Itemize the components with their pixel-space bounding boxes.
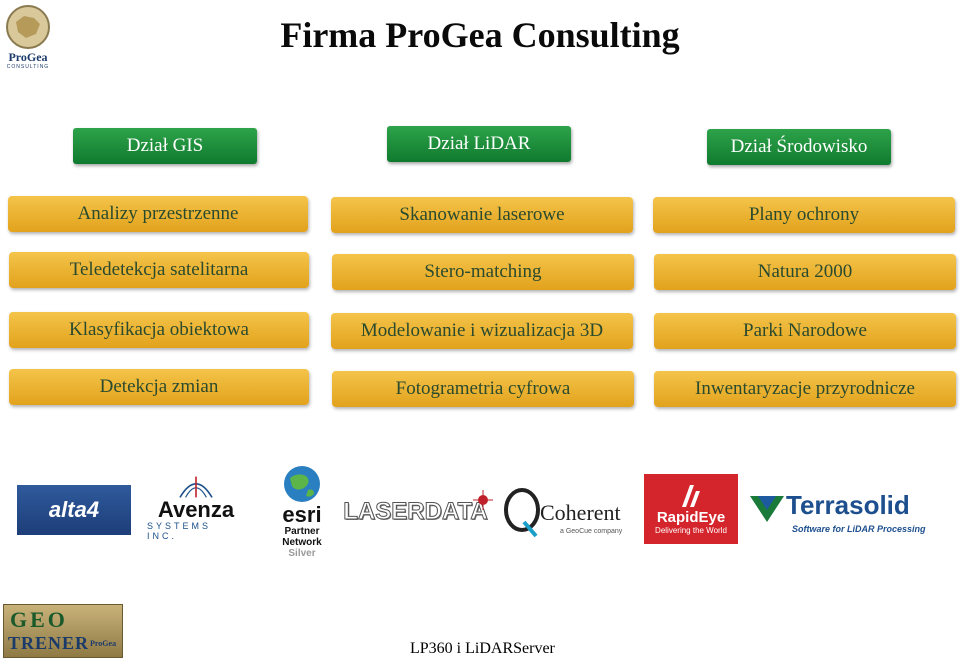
item-gis-0[interactable]: Analizy przestrzenne (8, 196, 308, 232)
item-gis-2[interactable]: Klasyfikacja obiektowa (9, 312, 309, 348)
progea-logo-subtext: CONSULTING (6, 64, 50, 70)
esri-network-text: Network (282, 536, 322, 548)
item-lidar-3[interactable]: Fotogrametria cyfrowa (332, 371, 634, 407)
item-gis-1[interactable]: Teledetekcja satelitarna (9, 252, 309, 288)
dept-lidar[interactable]: Dział LiDAR (387, 126, 571, 162)
geotrener-logo: GEO TRENER ProGea (3, 604, 123, 658)
footer-text: LP360 i LiDARServer (410, 640, 555, 657)
terrasolid-triangle-icon (750, 496, 784, 522)
rapideye-logo-subtext: Delivering the World (655, 526, 727, 535)
progea-logo: ProGea CONSULTING (4, 4, 52, 70)
avenza-logo-text: Avenza (157, 497, 235, 522)
item-env-2[interactable]: Parki Narodowe (654, 313, 956, 349)
item-lidar-2[interactable]: Modelowanie i wizualizacja 3D (331, 313, 633, 349)
item-env-3[interactable]: Inwentaryzacje przyrodnicze (654, 371, 956, 407)
progea-logo-text: ProGea (8, 50, 48, 64)
coherent-logo-subtext: a GeoCue company (560, 528, 623, 535)
coherent-logo: Coherent a GeoCue company (502, 482, 622, 542)
dept-gis[interactable]: Dział GIS (73, 128, 257, 164)
item-gis-3[interactable]: Detekcja zmian (9, 369, 309, 405)
item-env-0[interactable]: Plany ochrony (653, 197, 955, 233)
terrasolid-logo-text: Terrasolid (786, 490, 910, 520)
esri-globe-icon (284, 465, 320, 502)
esri-silver-text: Silver (288, 547, 316, 559)
terrasolid-logo-subtext: Software for LiDAR Processing (792, 524, 926, 534)
item-lidar-0[interactable]: Skanowanie laserowe (331, 197, 633, 233)
avenza-logo: Avenza SYSTEMS INC. (147, 475, 245, 541)
item-env-1[interactable]: Natura 2000 (654, 254, 956, 290)
esri-partner-text: Partner (284, 525, 320, 537)
item-lidar-1[interactable]: Stero-matching (332, 254, 634, 290)
rapideye-mark-icon (682, 485, 700, 507)
laserdata-logo-text: LASERDATA (343, 498, 488, 526)
page-title: Firma ProGea Consulting (280, 15, 680, 55)
dept-srodowisko[interactable]: Dział Środowisko (707, 129, 891, 165)
rapideye-logo: RapidEye Delivering the World (644, 474, 738, 544)
laserdata-star-icon (473, 490, 493, 510)
avenza-logo-subtext: SYSTEMS INC. (147, 521, 212, 541)
geotrener-line1: GEO (10, 607, 68, 632)
geotrener-badge: ProGea (90, 639, 117, 648)
alta4-logo: alta4 (17, 485, 131, 535)
alta4-logo-text: alta4 (48, 497, 100, 522)
europe-map-icon (6, 5, 50, 49)
rapideye-logo-text: RapidEye (656, 509, 726, 526)
laserdata-logo: LASERDATA (338, 490, 493, 534)
avenza-globe-icon (179, 476, 213, 498)
coherent-q-icon (504, 488, 540, 538)
coherent-logo-text: Coherent (540, 500, 621, 525)
geotrener-line2: TRENER (8, 633, 90, 653)
terrasolid-logo: Terrasolid Software for LiDAR Processing (750, 490, 930, 540)
esri-logo: esri Partner Network Silver (276, 460, 328, 562)
esri-logo-text: esri (282, 501, 322, 527)
